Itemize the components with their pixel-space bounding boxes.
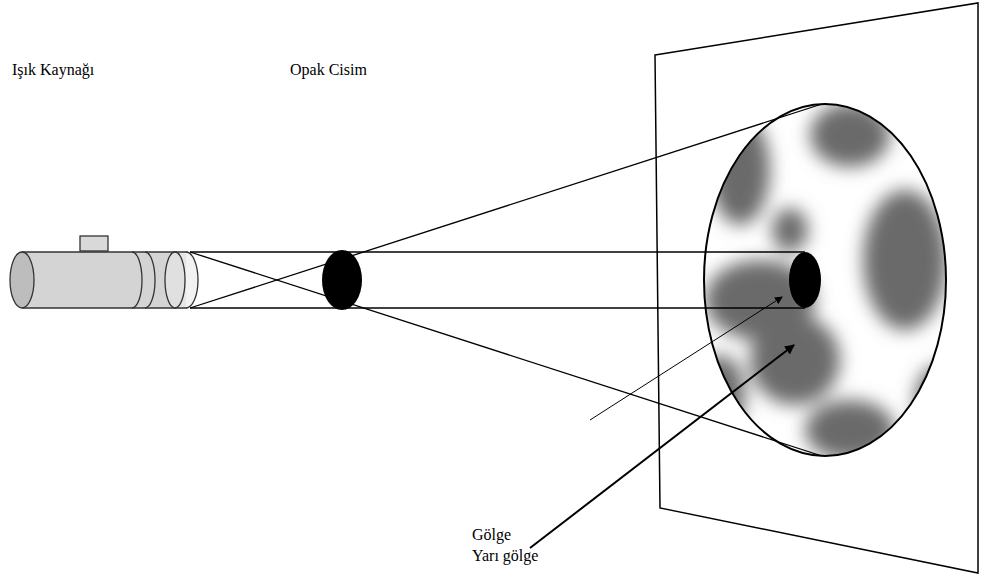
umbra-shadow — [789, 252, 821, 308]
flashlight — [10, 236, 198, 308]
light-source-label: Işık Kaynağı — [12, 60, 94, 79]
light-rays — [190, 104, 822, 456]
opaque-object — [322, 250, 362, 310]
light-spot — [695, 103, 965, 460]
object-label: Opak Cisim — [290, 60, 367, 79]
shadow-label: Gölge — [472, 525, 511, 544]
screen — [655, 3, 978, 573]
leader-arrow — [590, 297, 782, 420]
leader-arrow — [530, 345, 794, 548]
penumbra-label: Yarı gölge — [472, 546, 538, 565]
